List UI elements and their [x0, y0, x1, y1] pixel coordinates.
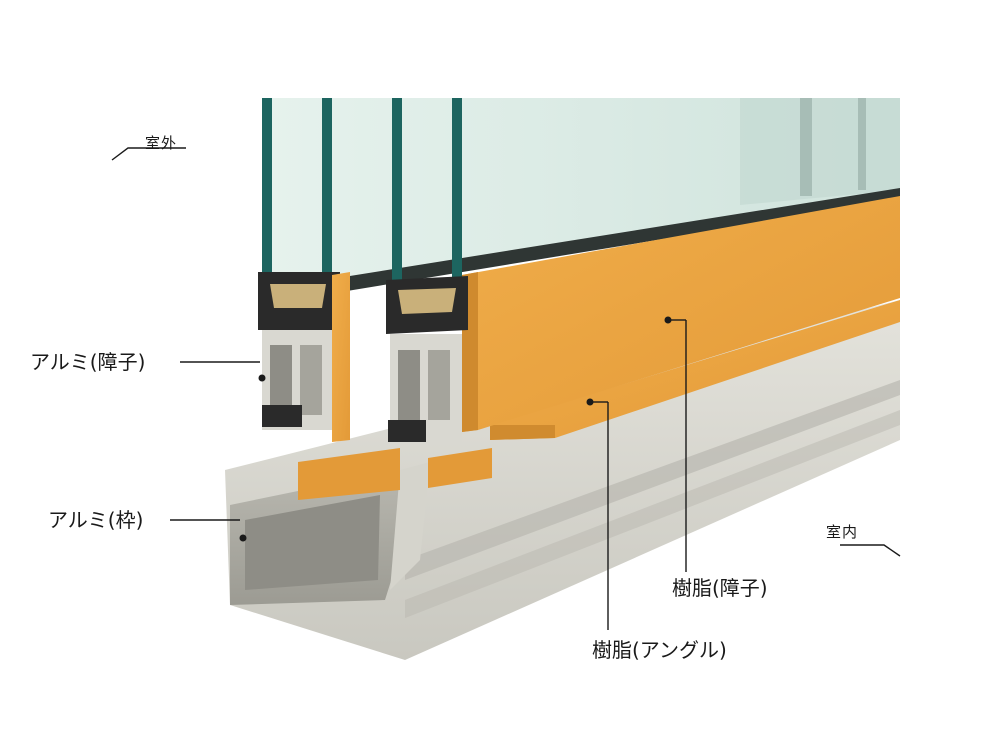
glass-panes — [262, 98, 900, 305]
marker-alu-frame — [239, 534, 247, 542]
label-aluminum-frame: アルミ(枠) — [48, 508, 144, 532]
resin-angle — [490, 300, 900, 440]
marker-alu-sash — [258, 374, 266, 382]
label-outdoor: 室外 — [145, 134, 178, 152]
marker-resin-angle — [586, 398, 594, 406]
label-resin-sash: 樹脂(障子) — [672, 576, 768, 600]
leader-lines — [111, 147, 901, 630]
resin-rails — [298, 448, 492, 500]
aluminum-frame-body — [225, 300, 900, 660]
marker-resin-sash — [664, 316, 672, 324]
aluminum-sash-left — [258, 98, 350, 442]
label-resin-angle: 樹脂(アングル) — [592, 638, 727, 662]
label-aluminum-sash: アルミ(障子) — [30, 350, 146, 374]
label-indoor: 室内 — [826, 523, 859, 541]
aluminum-sash-right — [386, 98, 468, 444]
